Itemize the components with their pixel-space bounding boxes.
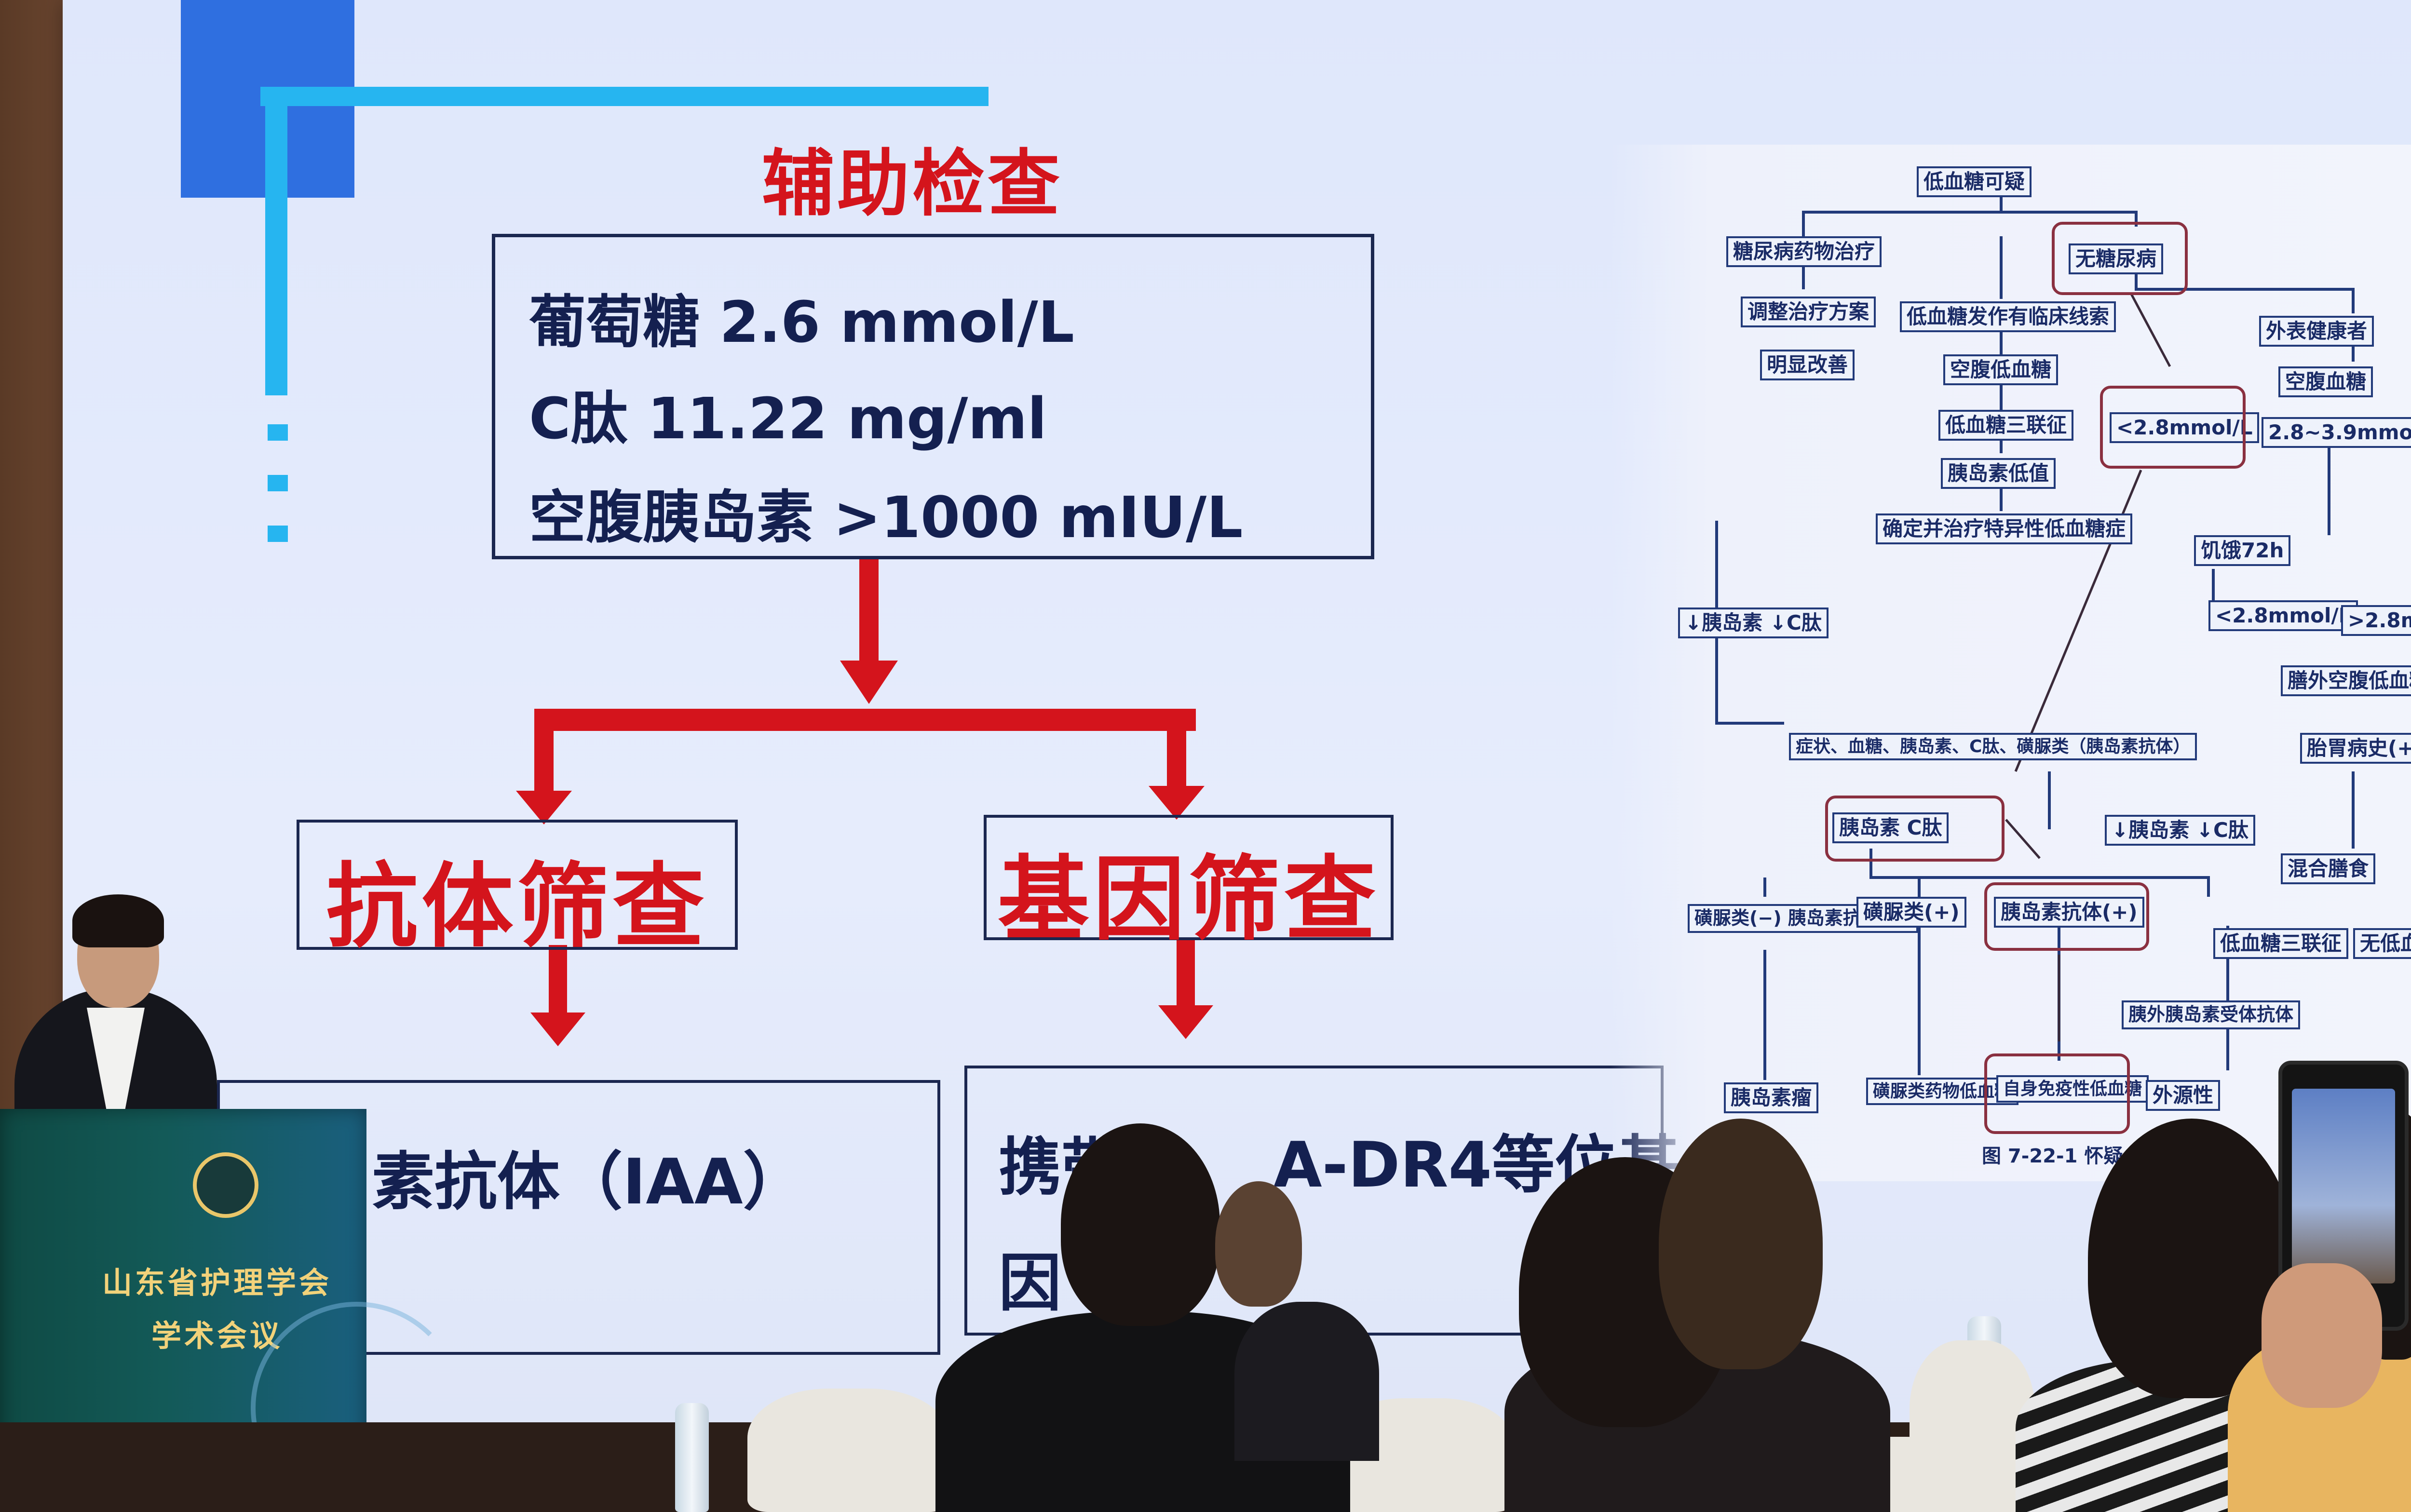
- flowchart-node: 磺脲类药物低血糖: [1866, 1078, 2019, 1106]
- flowchart-node: >2.8mmol/L: [2341, 605, 2411, 636]
- antibody-screening-label: 抗体筛查: [326, 853, 708, 960]
- flowchart-node: 外表健康者: [2259, 316, 2374, 347]
- slide-accent-dot: [268, 475, 288, 491]
- audience-chair: [747, 1389, 950, 1512]
- podium-decor-curve: [251, 1302, 463, 1512]
- arrow-right-shaft: [1167, 709, 1186, 791]
- slide-accent-vline: [265, 92, 287, 395]
- arrow-antibody-shaft: [549, 945, 567, 1012]
- flowchart-node: ↓胰岛素 ↓C肽: [1678, 608, 1829, 639]
- flowchart-highlight-circle: [1825, 796, 2005, 862]
- arrow-gene-shaft: [1177, 940, 1195, 1008]
- arrow-down-main-shaft: [859, 559, 879, 661]
- flowchart-node: 低血糖可疑: [1917, 166, 2032, 198]
- flowchart-node: 空腹低血糖: [1943, 354, 2059, 386]
- flowchart-highlight-circle: [1984, 882, 2149, 951]
- flowchart-node: 调整治疗方案: [1741, 297, 1876, 328]
- slide-accent-hline: [260, 87, 989, 106]
- association-logo-icon: [193, 1152, 258, 1218]
- flowchart-node: 空腹血糖: [2278, 366, 2373, 398]
- slide-title: 辅助检查: [762, 142, 1063, 226]
- arrow-right-head: [1149, 786, 1205, 820]
- flowchart-node: 磺脲类(+): [1856, 897, 1966, 928]
- lab-result-c-peptide: C肽 11.22 mg/ml: [529, 385, 1047, 452]
- flowchart-node: 饥饿72h: [2194, 535, 2291, 567]
- gene-screening-label: 基因筛查: [997, 846, 1380, 953]
- speaker-hair: [72, 894, 164, 947]
- flowchart-node: 无糖尿病: [2069, 243, 2164, 275]
- flowchart-node: 胎胃病史(+): [2300, 733, 2411, 764]
- arrow-antibody-head: [530, 1012, 585, 1046]
- flowchart-node: <2.8mmol/L: [2208, 600, 2358, 632]
- flowchart-node: 糖尿病药物治疗: [1726, 236, 1882, 268]
- flowchart-node: 低血糖三联征: [1938, 410, 2074, 441]
- arrow-gene-head: [1158, 1005, 1213, 1039]
- smartphone-screen: [2292, 1089, 2395, 1283]
- flowchart-node: 胰岛素瘤: [1724, 1082, 1819, 1114]
- flowchart-node: 胰岛素 C肽: [1832, 812, 1949, 844]
- flowchart-node: 胰外胰岛素受体抗体: [2122, 1000, 2301, 1029]
- lab-results-box: 葡萄糖 2.6 mmol/L C肽 11.22 mg/ml 空腹胰岛素 >100…: [492, 234, 1374, 559]
- slide-accent-dot: [268, 424, 288, 441]
- flowchart-node: 无低血糖: [2353, 928, 2411, 959]
- flowchart-node: 胰岛素低值: [1941, 458, 2056, 489]
- flowchart-caption: 图 7-22-1 怀疑: [1982, 1145, 2123, 1167]
- audience-member-head: [1061, 1123, 1220, 1326]
- hand: [2262, 1263, 2382, 1408]
- audience-member-head: [1215, 1181, 1302, 1307]
- gene-result-text-end: 因: [999, 1246, 1062, 1320]
- antibody-result-text: 素抗体（IAA）: [372, 1145, 806, 1218]
- flowchart-node: 自身免疫性低血糖: [1996, 1075, 2149, 1103]
- flowchart-highlight-circle: [2100, 386, 2246, 469]
- audience-member-torso: [1234, 1302, 1379, 1461]
- flowchart-node: 2.8~3.9mmol/L: [2262, 417, 2411, 448]
- flowchart-highlight-circle: [2052, 222, 2188, 295]
- flowchart-node: 明显改善: [1760, 350, 1855, 381]
- flowchart-node: ↓胰岛素 ↓C肽: [2105, 815, 2255, 846]
- arrow-left-shaft: [534, 709, 554, 796]
- water-bottle: [675, 1403, 709, 1512]
- arrow-down-main-head: [840, 661, 898, 704]
- flowchart-node: 外源性: [2146, 1080, 2221, 1111]
- arrow-left-head: [516, 791, 572, 824]
- antibody-screening-box: 抗体筛查: [297, 820, 738, 960]
- flowchart-node: 确定并治疗特异性低血糖症: [1876, 513, 2133, 545]
- audience-chair: [1910, 1340, 2035, 1512]
- audience-member-head: [1659, 1119, 1823, 1369]
- flowchart-node: 低血糖三联征: [2213, 928, 2349, 959]
- lab-result-glucose: 葡萄糖 2.6 mmol/L: [529, 289, 1074, 355]
- podium-text-line1: 山东省护理学会: [102, 1265, 332, 1300]
- flowchart-node: 低血糖发作有临床线索: [1900, 301, 2116, 333]
- arrow-branch-bar: [534, 709, 1196, 731]
- flowchart-node: 症状、血糖、胰岛素、C肽、磺脲类（胰岛素抗体）: [1789, 733, 2197, 761]
- gene-screening-box: 基因筛查: [984, 815, 1394, 953]
- flowchart-highlight-circle: [1984, 1053, 2130, 1134]
- lab-result-insulin: 空腹胰岛素 >1000 mIU/L: [529, 484, 1243, 551]
- slide-accent-dot: [268, 526, 288, 542]
- flowchart-node: <2.8mmol/L: [2110, 412, 2260, 444]
- podium-text-line2: 学术会议: [151, 1318, 283, 1353]
- flowchart-node: 混合膳食: [2281, 853, 2376, 885]
- flowchart-node: 胰岛素抗体(+): [1994, 897, 2144, 928]
- flowchart-node: 膳外空腹低血糖: [2281, 665, 2411, 697]
